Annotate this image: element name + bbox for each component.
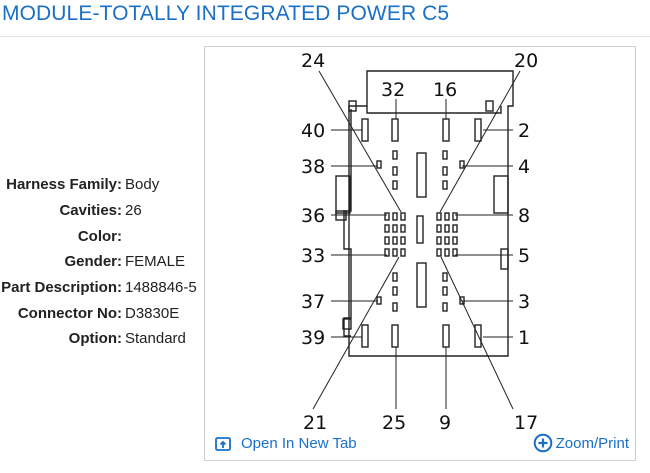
spec-label: Gender: (64, 253, 122, 271)
corner-block-top-left (348, 100, 357, 112)
cavity-40 (361, 118, 369, 142)
connector-body-outline (348, 70, 514, 357)
spec-row-harness-family: Harness Family: Body (0, 172, 205, 198)
pin-label-4: 4 (518, 156, 530, 178)
pin-label-5: 5 (518, 245, 530, 267)
connector-diagram: 24 20 32 16 40 2 38 4 36 8 33 5 37 3 39 … (301, 50, 538, 432)
cavity-9 (442, 324, 450, 348)
center-block-upper (416, 152, 427, 198)
pin-label-24: 24 (301, 50, 325, 72)
spec-row-gender: Gender: FEMALE (0, 249, 205, 275)
pin-label-38: 38 (301, 156, 325, 178)
cavity-25 (391, 324, 399, 348)
page-title: MODULE-TOTALLY INTEGRATED POWER C5 (2, 2, 450, 25)
cavity-38 (376, 160, 382, 169)
pin-label-1: 1 (518, 327, 530, 349)
title-divider (0, 36, 650, 37)
zoom-print-button[interactable]: Zoom/Print (533, 433, 629, 453)
connector-inner-wall (343, 109, 352, 337)
cavity-1 (474, 324, 482, 348)
cavity-32 (391, 118, 399, 142)
pin-label-20: 20 (514, 50, 538, 72)
connector-top-shelf (366, 106, 502, 114)
zoom-print-label: Zoom/Print (555, 434, 629, 452)
pin-label-25: 25 (382, 412, 406, 432)
open-in-new-tab-link[interactable]: Open In New Tab (215, 435, 357, 452)
spec-label: Part Description: (1, 279, 122, 297)
spec-label: Cavities: (59, 202, 122, 220)
cavity-2 (474, 118, 482, 142)
connector-specs: Harness Family: Body Cavities: 26 Color:… (0, 172, 205, 352)
spec-row-color: Color: (0, 223, 205, 249)
pin-label-37: 37 (301, 291, 325, 313)
pin-label-9: 9 (439, 412, 451, 432)
pin-label-39: 39 (301, 327, 325, 349)
spec-value: 1488846-5 (125, 279, 197, 297)
zoom-plus-icon (533, 433, 552, 453)
cavity-4 (459, 160, 465, 169)
right-tab-lower (500, 248, 509, 270)
spec-value: Standard (125, 330, 186, 348)
pin-label-21: 21 (303, 412, 327, 432)
pin-label-3: 3 (518, 291, 530, 313)
spec-value: D3830E (125, 304, 180, 322)
spec-row-cavities: Cavities: 26 (0, 198, 205, 224)
spec-row-option: Option: Standard (0, 326, 205, 352)
diagram-footer: Open In New Tab Zoom/Print (205, 431, 635, 460)
pin-label-33: 33 (301, 245, 325, 267)
spec-row-connector-no: Connector No: D3830E (0, 300, 205, 326)
pin-label-16: 16 (433, 79, 457, 101)
spec-value: 26 (125, 202, 142, 220)
spec-value: Body (125, 176, 160, 194)
pin-label-17: 17 (514, 412, 538, 432)
connector-diagram-frame[interactable]: 24 20 32 16 40 2 38 4 36 8 33 5 37 3 39 … (204, 46, 636, 461)
spec-row-part-description: Part Description: 1488846-5 (0, 275, 205, 301)
spec-label: Option: (68, 330, 122, 348)
spec-label: Harness Family: (6, 176, 122, 194)
spec-label: Connector No: (17, 304, 122, 322)
pin-label-32: 32 (381, 79, 405, 101)
pin-label-2: 2 (518, 120, 530, 142)
pin-label-40: 40 (301, 120, 325, 142)
left-tab-upper (335, 175, 351, 214)
cavity-39 (361, 324, 369, 348)
right-tab-upper (493, 175, 509, 214)
center-block-lower (416, 262, 427, 308)
spec-label: Color: (77, 227, 122, 245)
open-in-new-tab-icon (215, 436, 231, 451)
corner-block-top-right (485, 100, 494, 112)
cavity-16 (442, 118, 450, 142)
left-tab-bottom (342, 318, 352, 330)
leader-lines (312, 70, 521, 410)
pin-label-8: 8 (518, 205, 530, 227)
spec-value: FEMALE (125, 253, 186, 271)
center-block-middle (416, 215, 424, 244)
pin-label-36: 36 (301, 205, 325, 227)
open-in-new-tab-label: Open In New Tab (241, 435, 357, 452)
